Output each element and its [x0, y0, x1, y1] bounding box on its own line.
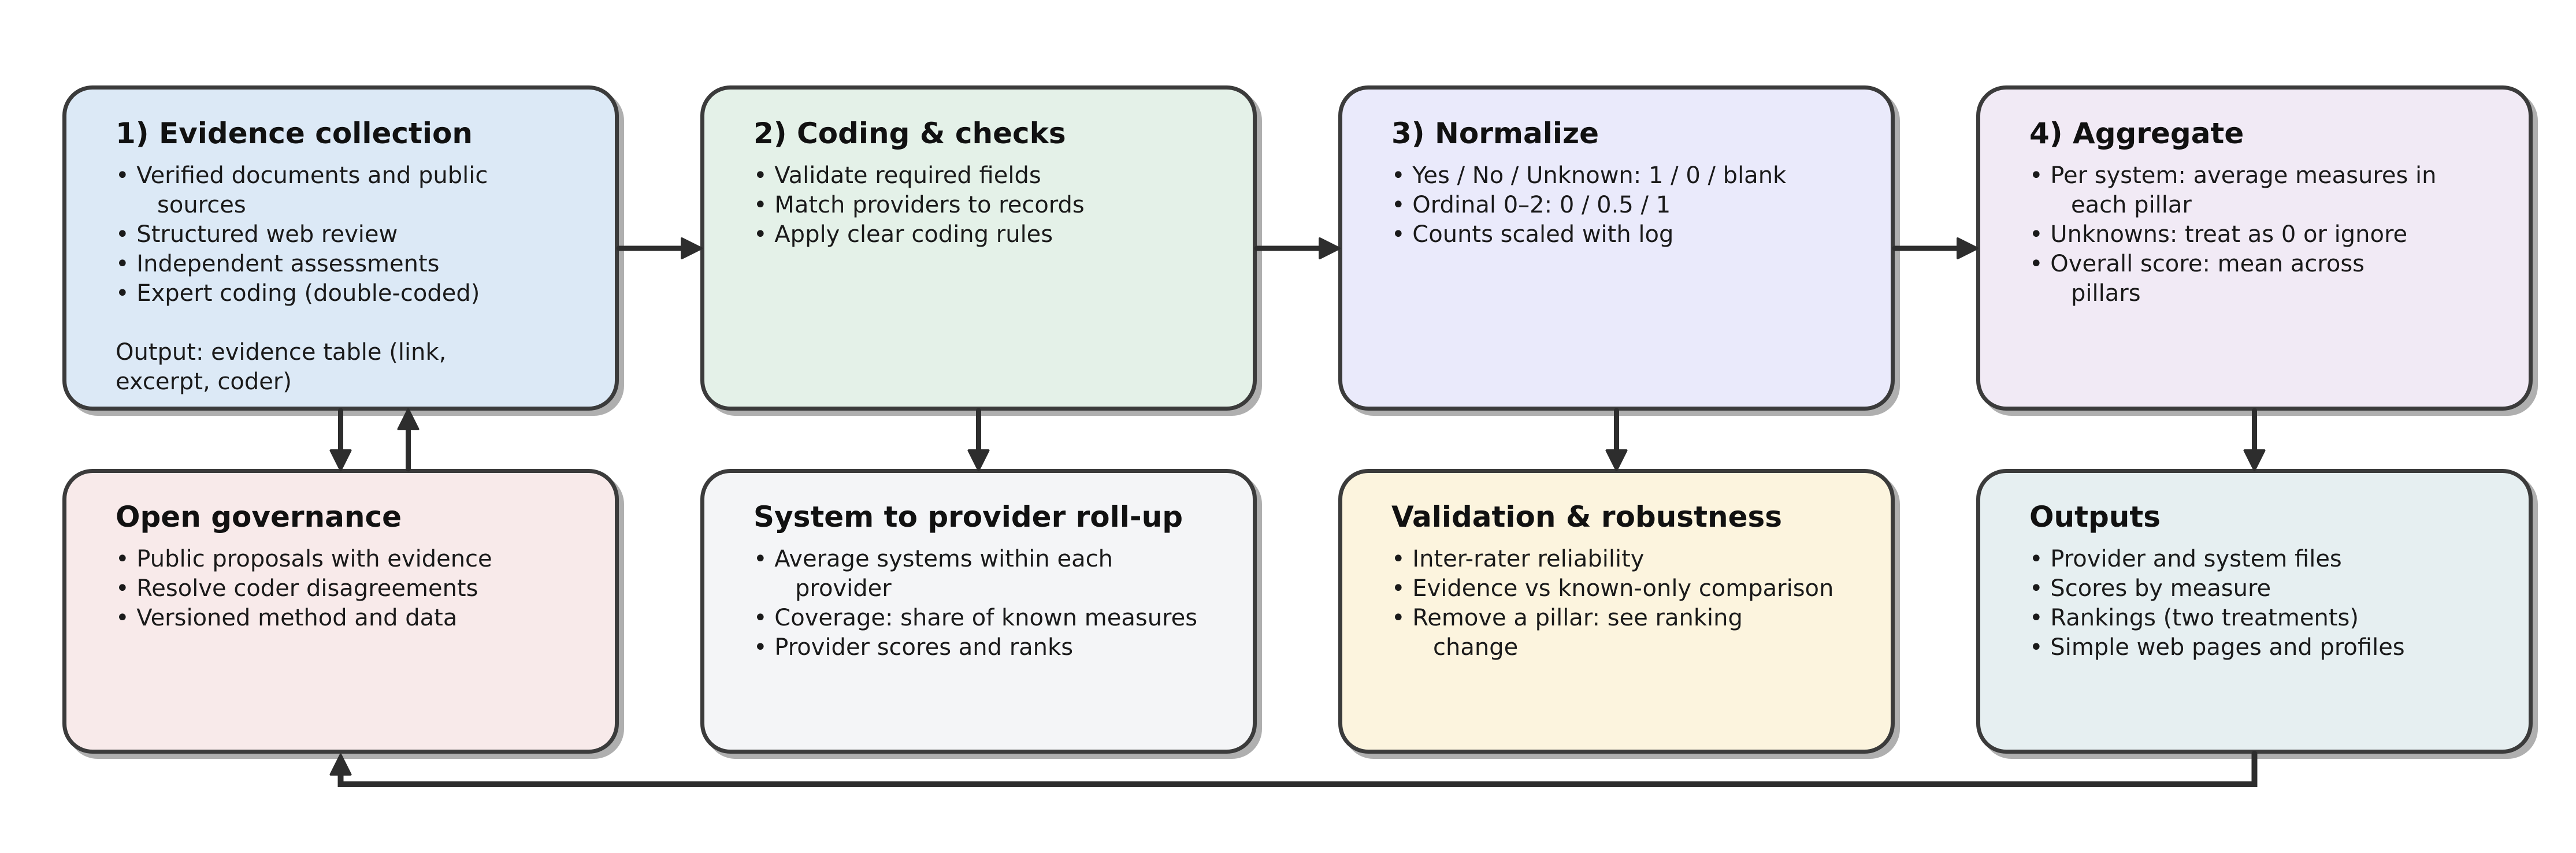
bullet-item: • Unknowns: treat as 0 or ignore	[2029, 221, 2408, 248]
bullet-list: • Per system: average measures in each p…	[2029, 161, 2480, 308]
bullet-item: • Provider and system files	[2029, 546, 2342, 572]
bullet-item: • Apply clear coding rules	[754, 221, 1053, 248]
bullet-list: • Public proposals with evidence • Resolv…	[116, 545, 566, 633]
box-title: Validation & robustness	[1391, 500, 1783, 534]
bullet-item: • Structured web review	[116, 221, 398, 248]
arrow-aggregate-to-outputs	[2243, 408, 2266, 471]
box-title: 3) Normalize	[1391, 117, 1599, 150]
arrow-evidence-collection-to-open-governance	[329, 408, 352, 471]
bullet-item: • Versioned method and data	[116, 605, 458, 631]
note-text: Output: evidence table (link, excerpt, c…	[116, 339, 447, 395]
arrow-evidence-collection-to-coding-checks	[616, 237, 703, 259]
box-title: Open governance	[116, 500, 402, 534]
bullet-item: • Independent assessments	[116, 251, 440, 277]
box-title: 4) Aggregate	[2029, 117, 2244, 150]
box-title: System to provider roll-up	[754, 500, 1183, 534]
bullet-item: • Scores by measure	[2029, 575, 2271, 602]
arrow-coding-checks-to-system-provider-rollup	[967, 408, 990, 471]
box-system-provider-rollup: System to provider roll-up • Average syst…	[700, 469, 1257, 754]
arrow-open-governance-to-evidence-collection	[397, 408, 420, 472]
bullet-item: • Public proposals with evidence	[116, 546, 492, 572]
bullet-item: • Coverage: share of known measures	[754, 605, 1198, 631]
bullet-item: • Per system: average measures in each p…	[2029, 162, 2437, 218]
box-title: 1) Evidence collection	[116, 117, 473, 150]
arrow-coding-checks-to-normalize	[1254, 237, 1341, 259]
arrow-normalize-to-aggregate	[1892, 237, 1979, 259]
arrow-normalize-to-validation-robustness	[1605, 408, 1628, 471]
arrow-outputs-to-open-governance	[329, 751, 2258, 787]
bullet-item: • Provider scores and ranks	[754, 634, 1074, 661]
box-title: 2) Coding & checks	[754, 117, 1066, 150]
bullet-list: • Verified documents and public sources •…	[116, 161, 566, 308]
bullet-item: • Ordinal 0–2: 0 / 0.5 / 1	[1391, 192, 1671, 218]
bullet-list: • Inter-rater reliability • Evidence vs k…	[1391, 545, 1842, 662]
bullet-item: • Validate required fields	[754, 162, 1041, 189]
bullet-list: • Yes / No / Unknown: 1 / 0 / blank • Ord…	[1391, 161, 1842, 249]
bullet-list: • Average systems within each provider • …	[754, 545, 1204, 662]
box-aggregate: 4) Aggregate • Per system: average measur…	[1976, 85, 2533, 411]
bullet-item: • Average systems within each provider	[754, 546, 1113, 602]
box-title: Outputs	[2029, 500, 2161, 534]
bullet-list: • Provider and system files • Scores by m…	[2029, 545, 2480, 662]
bullet-item: • Resolve coder disagreements	[116, 575, 478, 602]
box-evidence-collection: 1) Evidence collection • Verified documen…	[62, 85, 619, 411]
bullet-list: • Validate required fields • Match provid…	[754, 161, 1204, 249]
bullet-item: • Counts scaled with log	[1391, 221, 1674, 248]
box-validation-robustness: Validation & robustness • Inter-rater rel…	[1338, 469, 1895, 754]
bullet-item: • Match providers to records	[754, 192, 1085, 218]
bullet-item: • Verified documents and public sources	[116, 162, 488, 218]
box-normalize: 3) Normalize • Yes / No / Unknown: 1 / 0 …	[1338, 85, 1895, 411]
box-outputs: Outputs • Provider and system files • Scor…	[1976, 469, 2533, 754]
bullet-item: • Inter-rater reliability	[1391, 546, 1645, 572]
box-open-governance: Open governance • Public proposals with e…	[62, 469, 619, 754]
bullet-item: • Expert coding (double-coded)	[116, 280, 480, 307]
bullet-item: • Simple web pages and profiles	[2029, 634, 2405, 661]
bullet-item: • Overall score: mean across pillars	[2029, 251, 2365, 307]
bullet-item: • Remove a pillar: see ranking change	[1391, 605, 1743, 661]
bullet-item: • Rankings (two treatments)	[2029, 605, 2359, 631]
bullet-item: • Evidence vs known-only comparison	[1391, 575, 1834, 602]
box-coding-checks: 2) Coding & checks • Validate required fi…	[700, 85, 1257, 411]
bullet-item: • Yes / No / Unknown: 1 / 0 / blank	[1391, 162, 1787, 189]
